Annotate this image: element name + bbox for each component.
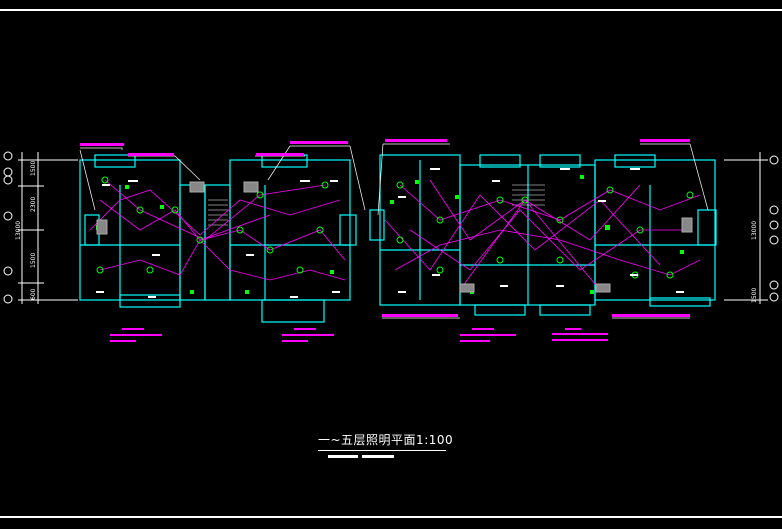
right-dim-small: 1500 <box>751 288 758 303</box>
left-axis-grid <box>3 151 78 304</box>
right-axis-grid <box>724 152 779 304</box>
drawing-frame <box>0 9 782 518</box>
left-dim-4: 600 <box>30 288 37 300</box>
annotation-text-blocks <box>80 139 690 342</box>
light-fixtures <box>96 176 694 279</box>
left-dim-3: 1500 <box>30 253 37 268</box>
title-bar-left <box>328 455 358 458</box>
right-dim-total: 13000 <box>751 221 758 240</box>
stair-hatching <box>208 184 545 226</box>
fixture-markers <box>96 175 684 294</box>
lighting-wiring <box>89 179 701 291</box>
title-bar-right <box>362 455 394 458</box>
left-dim-1: 1500 <box>30 161 37 176</box>
left-dim-labels: 1500 2300 1500 600 13000 <box>15 161 37 300</box>
left-dim-total: 13000 <box>15 221 22 240</box>
left-dim-2: 2300 <box>30 197 37 212</box>
distribution-panels <box>96 181 693 293</box>
right-dim-labels: 13000 1500 <box>751 221 758 303</box>
drawing-title: 一~五层照明平面1:100 <box>318 433 454 447</box>
annotation-leaders <box>79 143 709 319</box>
room-label-marks <box>96 168 684 298</box>
title-underline <box>318 450 446 451</box>
building-walls <box>79 154 717 323</box>
